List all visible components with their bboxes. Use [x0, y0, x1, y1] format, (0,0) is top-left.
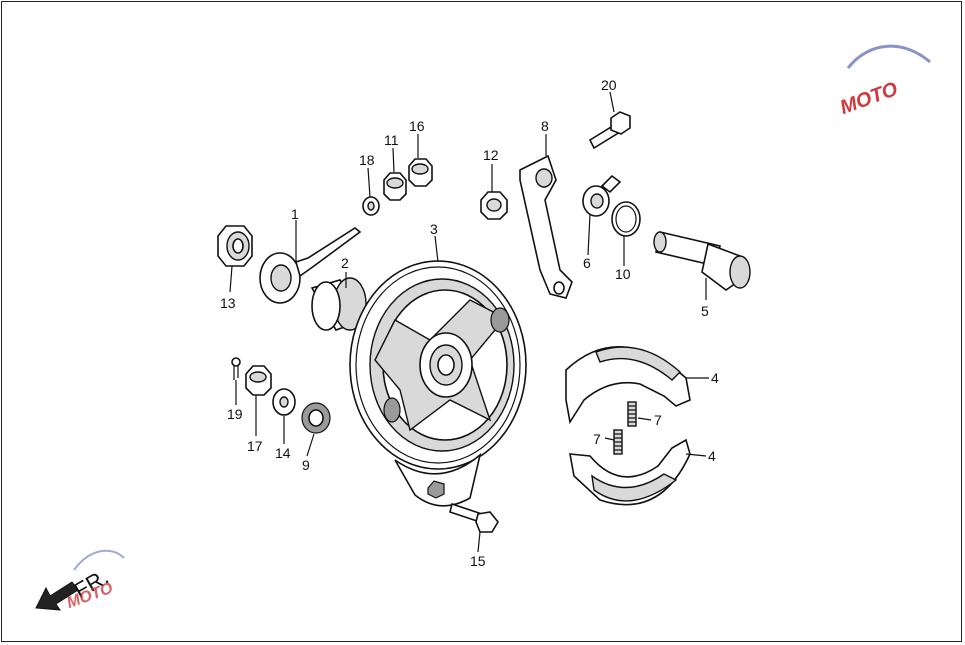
callout-14: 14 — [275, 445, 291, 461]
callout-7-lower: 7 — [593, 431, 601, 447]
part-8-brake-arm — [519, 154, 573, 299]
callout-4-lower: 4 — [708, 448, 716, 464]
callout-9: 9 — [302, 457, 310, 473]
part-18-washer — [362, 196, 380, 216]
callout-13: 13 — [220, 295, 236, 311]
part-16-nut — [408, 158, 433, 187]
part-14-washer — [272, 388, 296, 416]
callout-11: 11 — [384, 132, 399, 148]
watermark-logo-top: MOTO — [837, 44, 931, 119]
part-20-bolt — [588, 111, 631, 150]
part-5-brake-cam — [653, 231, 751, 291]
part-17-nut — [245, 365, 272, 396]
callout-6: 6 — [583, 255, 591, 271]
callout-10: 10 — [615, 266, 631, 282]
callout-15: 15 — [470, 553, 486, 569]
callout-1: 1 — [291, 206, 299, 222]
part-1-adjuster — [259, 227, 362, 304]
callout-3: 3 — [430, 221, 438, 237]
part-12-nut — [480, 191, 508, 220]
leader-lines — [229, 91, 709, 553]
callout-18: 18 — [359, 152, 375, 168]
svg-text:MOTO: MOTO — [837, 78, 901, 119]
part-9-bearing — [301, 402, 331, 434]
part-4-brake-shoe-upper — [565, 346, 691, 425]
part-4-brake-shoe-lower — [569, 438, 691, 506]
part-19-cotter-pin — [231, 357, 241, 380]
callout-16: 16 — [409, 118, 425, 134]
part-7-spring-upper — [627, 401, 637, 427]
callout-8: 8 — [541, 118, 549, 134]
callout-19: 19 — [227, 406, 243, 422]
part-11-nut — [383, 172, 407, 201]
part-6-indicator — [582, 174, 622, 217]
part-13-nut — [217, 225, 253, 267]
part-15-bolt — [449, 502, 499, 533]
callout-labels: 1 2 3 4 4 5 6 7 7 8 9 10 11 12 13 14 15 … — [220, 77, 719, 569]
part-10-o-ring — [611, 201, 641, 237]
callout-7-upper: 7 — [654, 412, 662, 428]
part-7-spring-lower — [613, 429, 623, 455]
callout-20: 20 — [601, 77, 617, 93]
part-3-brake-panel — [349, 260, 527, 507]
callout-17: 17 — [247, 438, 263, 454]
callout-5: 5 — [701, 303, 709, 319]
callout-2: 2 — [341, 255, 349, 271]
callout-12: 12 — [483, 147, 499, 163]
callout-4-upper: 4 — [711, 370, 719, 386]
